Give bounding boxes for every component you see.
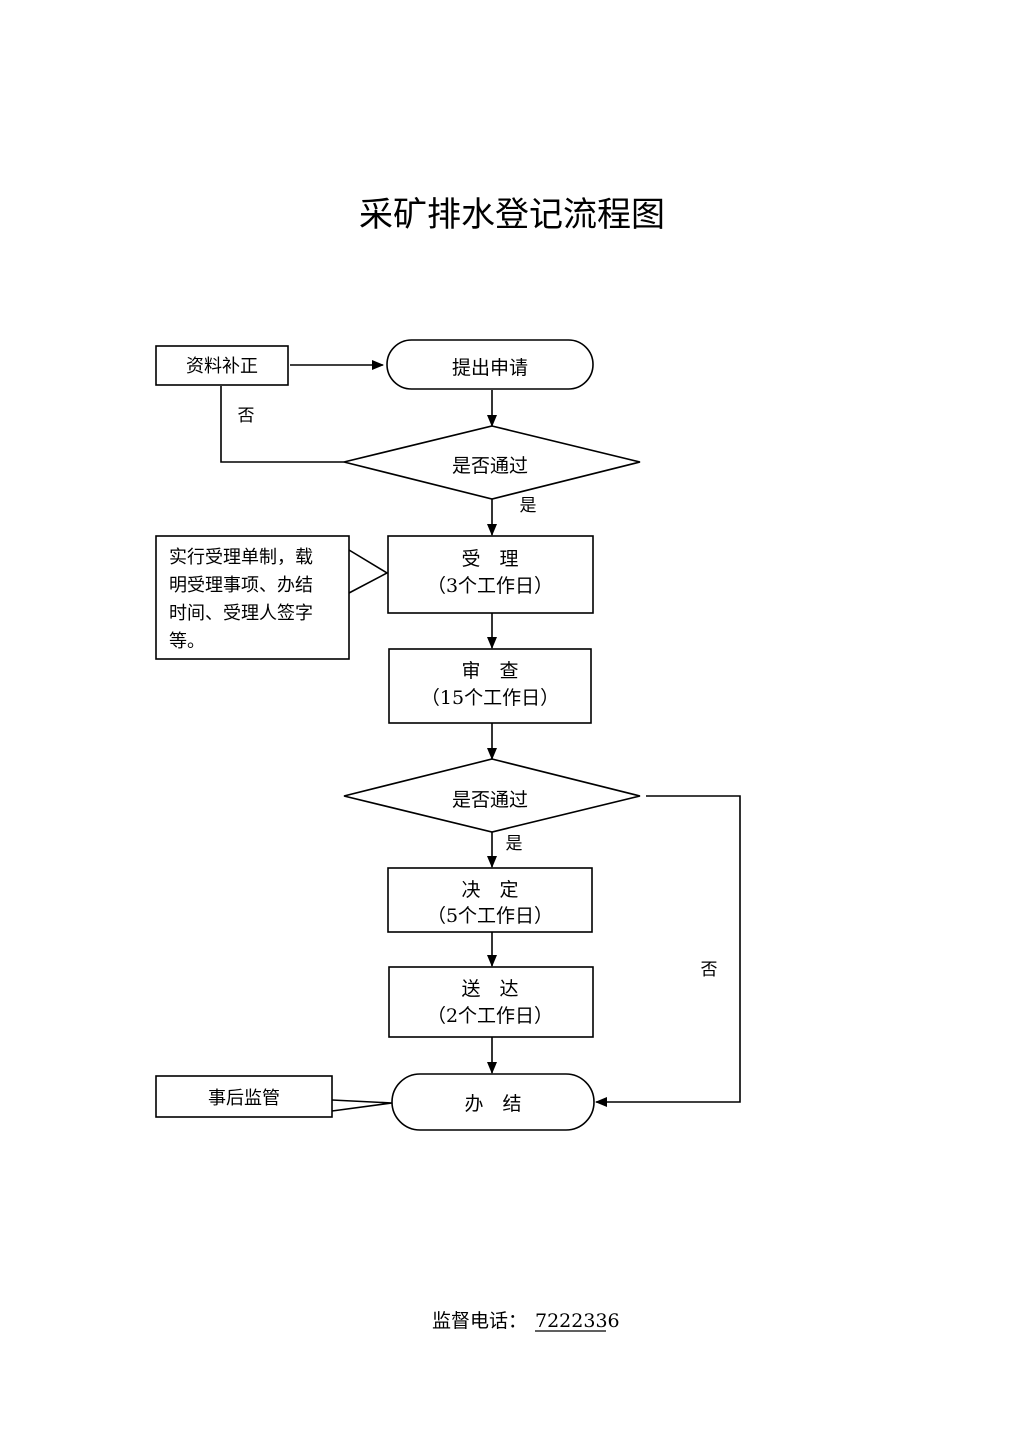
accept-note-callout [348, 549, 389, 594]
accept-note-line-3: 时间、受理人签字 [169, 603, 313, 624]
decide-duration: （5个工作日） [427, 905, 553, 927]
apply-label: 提出申请 [452, 357, 528, 379]
footer-supervision-label: 监督电话： [432, 1310, 527, 1332]
decision2-label: 是否通过 [452, 789, 528, 811]
accept-title: 受 理 [461, 548, 518, 570]
deliver-title: 送 达 [461, 978, 518, 1000]
edge-label-yes-2: 是 [506, 834, 523, 854]
edge-decision1-no-to-supplement [220, 386, 344, 463]
decision1-diamond [343, 425, 641, 500]
deliver-box [388, 966, 594, 1038]
apply-terminator [386, 339, 594, 390]
decision2-diamond [343, 758, 641, 833]
edge-label-yes-1: 是 [520, 496, 537, 516]
accept-note-box [155, 535, 350, 660]
supplement-label: 资料补正 [186, 356, 258, 377]
accept-duration: （3个工作日） [427, 575, 553, 597]
review-title: 审 查 [461, 660, 518, 682]
accept-note-line-1: 实行受理单制，载 [169, 547, 313, 568]
decide-title: 决 定 [461, 879, 518, 901]
accept-note-line-2: 明受理事项、办结 [169, 575, 313, 596]
finish-terminator [391, 1073, 595, 1131]
finish-label: 办 结 [464, 1093, 521, 1115]
footer-supervision-phone: 7222336 [535, 1310, 620, 1332]
supplement-box [155, 345, 289, 386]
edge-decision2-no-to-finish [595, 795, 741, 1107]
deliver-duration: （2个工作日） [427, 1005, 553, 1027]
page-title: 采矿排水登记流程图 [359, 195, 665, 235]
edge-label-no-2: 否 [701, 960, 718, 980]
review-duration: （15个工作日） [421, 687, 559, 709]
supervise-label: 事后监管 [208, 1088, 280, 1109]
review-box [388, 648, 592, 724]
supervise-callout [331, 1099, 393, 1112]
accept-box [387, 535, 594, 614]
edge-label-no-1: 否 [238, 406, 255, 426]
decide-box [387, 867, 593, 933]
supervise-box [155, 1075, 333, 1118]
accept-note-line-4: 等。 [169, 631, 205, 652]
decision1-label: 是否通过 [452, 455, 528, 477]
